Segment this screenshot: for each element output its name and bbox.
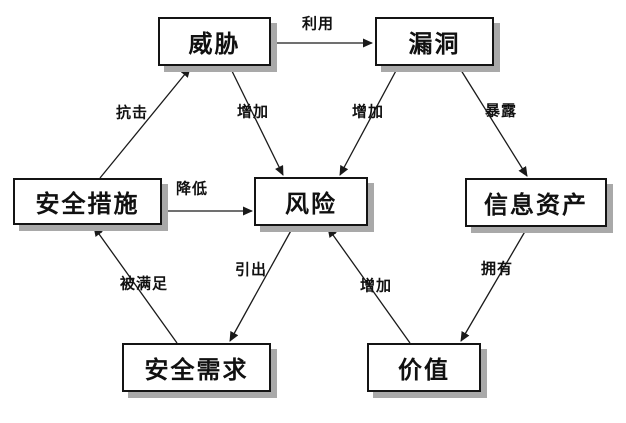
node-label-value: 价值 [398,357,450,384]
edge-risk-to-requirements [229,226,294,342]
edge-lines-group [93,38,528,344]
edge-threat-to-risk [229,66,284,176]
node-value: 价值 [367,343,481,392]
edge-label-measures-to-threat: 抗击 [115,104,149,122]
edge-label-vulnerability-to-risk: 增加 [351,103,385,121]
edge-label-requirements-to-measures: 被满足 [119,275,169,293]
node-risk: 风险 [254,177,368,226]
edge-value-to-risk [327,227,411,344]
node-requirements: 安全需求 [122,343,271,392]
edge-label-value-to-risk: 增加 [359,277,393,295]
node-assets: 信息资产 [465,178,607,227]
node-measures: 安全措施 [13,178,162,225]
edge-vulnerability-to-assets [458,66,528,177]
node-label-vulnerability: 漏洞 [408,31,461,58]
edge-label-risk-to-requirements: 引出 [234,261,268,279]
edge-label-threat-to-risk: 增加 [236,103,270,121]
node-label-assets: 信息资产 [484,192,588,219]
node-label-measures: 安全措施 [35,191,140,218]
node-label-requirements: 安全需求 [144,357,249,384]
node-threat: 威胁 [158,17,271,66]
edge-requirements-to-measures [93,226,178,344]
edge-vulnerability-to-risk [339,66,399,176]
node-label-threat: 威胁 [188,31,241,58]
node-label-risk: 风险 [285,191,337,218]
edge-label-assets-to-value: 拥有 [480,260,514,278]
edge-assets-to-value [460,227,528,342]
edge-label-measures-to-risk: 降低 [175,180,209,198]
edge-measures-to-threat [99,67,191,179]
edge-label-threat-to-vulnerability: 利用 [301,15,335,33]
edge-label-vulnerability-to-assets: 暴露 [484,102,518,120]
node-vulnerability: 漏洞 [375,17,494,66]
